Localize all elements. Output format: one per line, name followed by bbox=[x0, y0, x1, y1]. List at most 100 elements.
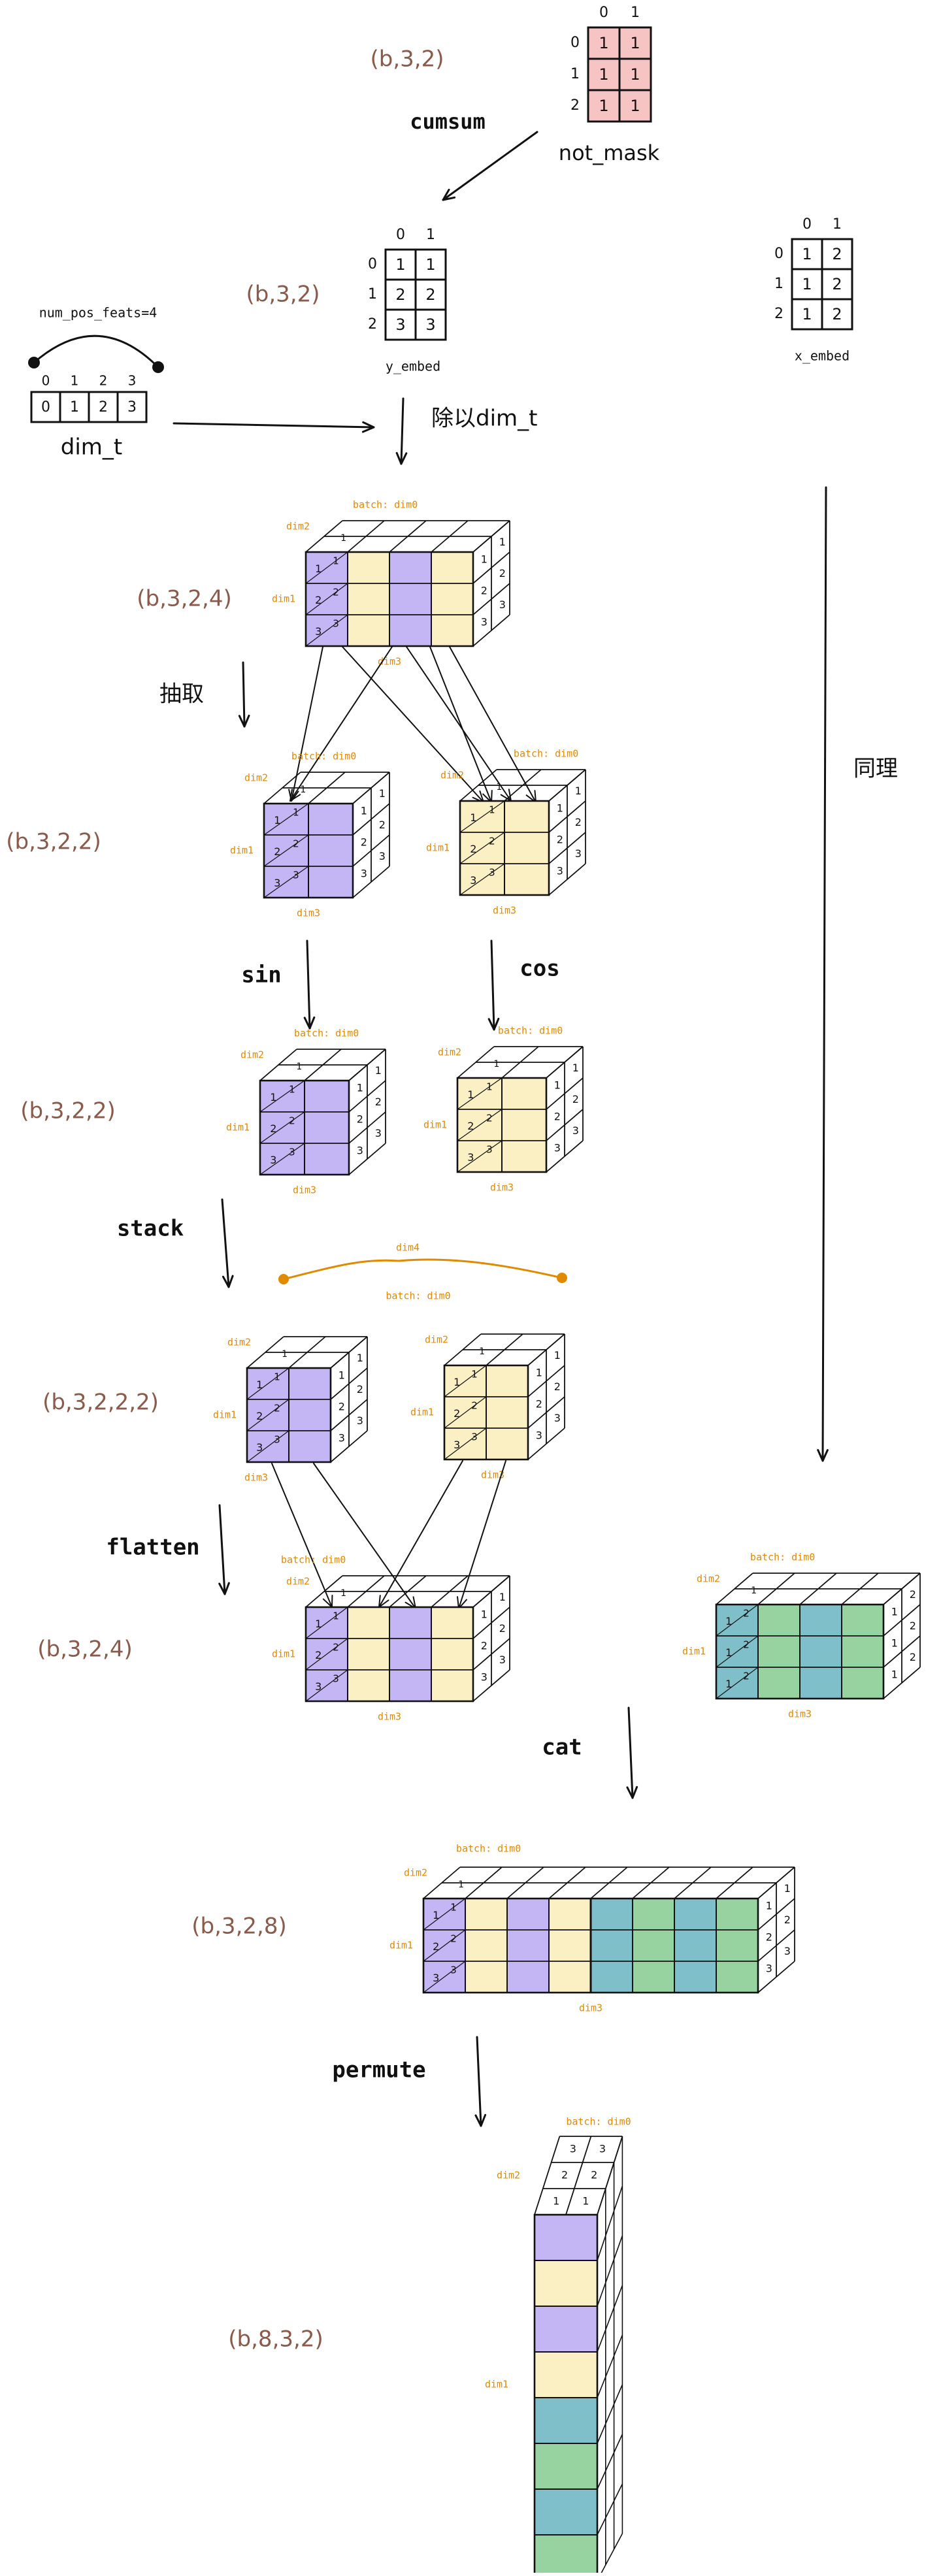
tensor-stack-sin-top-col-0 bbox=[246, 1336, 284, 1369]
tensor-sin-out-second-label-0: 1 bbox=[289, 1084, 295, 1096]
y-embed-grid-col-index-1: 1 bbox=[426, 227, 435, 243]
tensor-x-embed-block-second-label-0: 2 bbox=[743, 1608, 750, 1620]
tensor-cos-out-side-label-a-0: 1 bbox=[554, 1079, 561, 1092]
tensor-b324-a-side-label-b-0: 1 bbox=[499, 536, 506, 548]
tensor-b832-slice-5 bbox=[534, 2443, 598, 2490]
y-embed-grid-value-0-1: 1 bbox=[425, 255, 435, 274]
dim-t-cell-3 bbox=[116, 391, 148, 423]
permute-arrow-head bbox=[474, 2113, 487, 2127]
tensor-stack-cos-side-row-2 bbox=[527, 1396, 565, 1429]
tensor-x-embed-block-side-label-b-1: 2 bbox=[910, 1620, 916, 1632]
mask-grid-row-index-2: 2 bbox=[570, 97, 580, 114]
cumsum-op-label: cumsum bbox=[410, 109, 486, 134]
y-embed-grid-value-1-0: 2 bbox=[395, 285, 405, 304]
tensor-sin-in-left-label-0: 1 bbox=[274, 814, 280, 826]
tensor-b324-a-hatch-0 bbox=[305, 551, 348, 584]
y-embed-grid-row-index-0: 0 bbox=[368, 256, 377, 272]
dim-t-col-index-2: 2 bbox=[99, 373, 108, 389]
tensor-cos-in-side-label-b-1: 2 bbox=[575, 816, 582, 828]
tensor-b324-b-top-col-1 bbox=[347, 1575, 385, 1608]
divide-arrow-head bbox=[395, 451, 408, 465]
tensor-stack-sin-side-label-a-1: 2 bbox=[338, 1401, 345, 1413]
tensor-sin-in-hatch-2 bbox=[263, 866, 309, 898]
tensor-b324-b-side-label-a-0: 1 bbox=[481, 1608, 487, 1621]
tensor-sin-out-batch-label: batch: dim0 bbox=[294, 1028, 359, 1039]
flatten-line-3 bbox=[456, 1460, 506, 1609]
tensor-stack-cos-side-label-b-0: 1 bbox=[554, 1349, 561, 1361]
tensor-sin-out-dim1-label: dim1 bbox=[226, 1122, 250, 1133]
cumsum-arrow-head bbox=[442, 188, 456, 201]
tensor-sin-out-side-row-2 bbox=[348, 1111, 386, 1144]
tensor-b328-top-col-0 bbox=[423, 1867, 461, 1899]
tensor-b324-b-batch-label: batch: dim0 bbox=[281, 1554, 346, 1566]
tensor-stack-cos-second-label-0: 1 bbox=[471, 1369, 478, 1380]
tensor-cos-in-second-label-1: 2 bbox=[489, 836, 495, 847]
tensor-b324-a-side-label-a-2: 3 bbox=[481, 616, 487, 628]
tensor-sin-in-hatch-0 bbox=[263, 803, 309, 836]
tensor-b324-b-top-col-2 bbox=[389, 1575, 427, 1608]
tensor-b328-hatch-0 bbox=[423, 1898, 466, 1931]
tensor-b328-top-col-6 bbox=[674, 1867, 712, 1899]
tensor-b324-a-hatch-2 bbox=[305, 614, 348, 647]
tensor-x-embed-block-side-row-2 bbox=[883, 1635, 921, 1668]
tensor-b324-a-slice-3 bbox=[431, 551, 474, 647]
t6-shape-label: (b,3,2,8) bbox=[191, 1914, 286, 1940]
tensor-stack-sin-side-row-2 bbox=[330, 1399, 368, 1431]
tensor-b324-a-top-col-3 bbox=[431, 520, 469, 553]
x-embed-label: x_embed bbox=[795, 348, 850, 364]
t5-shape-label: (b,3,2,4) bbox=[37, 1637, 132, 1663]
tensor-stack-sin-side-row-1 bbox=[330, 1367, 368, 1400]
tensor-cos-in-side-row-3 bbox=[548, 863, 586, 896]
tensor-stack-cos-hatch-2 bbox=[444, 1427, 487, 1460]
cumsum-arrow bbox=[442, 131, 538, 201]
tensor-b324-a-left-label-1: 2 bbox=[315, 594, 322, 606]
tensor-b832-slice-1 bbox=[534, 2260, 598, 2307]
tensor-b324-b-side-row-3 bbox=[472, 1669, 510, 1702]
extract-arrow bbox=[238, 661, 250, 728]
flatten-line-0-shaft bbox=[271, 1463, 333, 1608]
t4-shape-label: (b,3,2,2,2) bbox=[42, 1390, 159, 1416]
x-embed-grid-col-index-0: 0 bbox=[802, 216, 812, 233]
tensor-cos-out-side-row-0 bbox=[546, 1046, 584, 1079]
tensor-cos-in-left-label-1: 2 bbox=[470, 843, 476, 855]
sin-arrow-head bbox=[303, 1016, 316, 1030]
tensor-b324-a-second-label-0: 1 bbox=[333, 555, 339, 567]
tensor-sin-out-left-label-0: 1 bbox=[270, 1091, 276, 1103]
extract-line-1-shaft bbox=[289, 646, 393, 802]
divide-op-label: 除以dim_t bbox=[431, 406, 537, 432]
tensor-b328-second-label-0: 1 bbox=[450, 1902, 457, 1914]
x-embed-grid-cell-2-0 bbox=[791, 298, 823, 331]
tensor-b324-a-top-col-0 bbox=[305, 520, 343, 553]
tensor-b328-side-label-b-2: 3 bbox=[784, 1945, 791, 1957]
tensor-b832-slice-7 bbox=[534, 2534, 598, 2576]
tensor-x-embed-block-side-label-a-1: 1 bbox=[891, 1637, 898, 1650]
tensor-b328 bbox=[422, 1897, 759, 1994]
mask-grid-value-1-0: 1 bbox=[599, 65, 608, 84]
dim4-label: dim4 bbox=[396, 1242, 420, 1254]
tensor-sin-out-side-label-a-1: 2 bbox=[357, 1113, 363, 1126]
tensor-cos-out-side-row-3 bbox=[546, 1140, 584, 1173]
tensor-b832-side-row-8 bbox=[599, 2533, 623, 2576]
extract-arrow-shaft bbox=[242, 661, 246, 728]
y-embed-grid-cell-0-1 bbox=[414, 248, 447, 281]
tensor-b832-slice-6 bbox=[534, 2488, 598, 2535]
y-embed-grid-col-index-0: 0 bbox=[396, 227, 405, 243]
sin-arrow bbox=[303, 939, 316, 1030]
tensor-cos-in-side-row-2 bbox=[548, 832, 586, 864]
flatten-line-3-shaft bbox=[458, 1460, 506, 1609]
tensor-stack-sin-left-label-2: 3 bbox=[256, 1441, 263, 1454]
tensor-b324-b-top-col-0 bbox=[305, 1575, 343, 1608]
tensor-x-embed-block-side-label-b-2: 2 bbox=[910, 1651, 916, 1663]
tensor-stack-cos-slice-1 bbox=[486, 1365, 529, 1460]
tensor-b328-slice-2 bbox=[506, 1898, 550, 1993]
tensor-b324-a-side-row-2 bbox=[472, 583, 510, 615]
extract-line-1 bbox=[289, 646, 393, 802]
tensor-sin-in-second-label-2: 3 bbox=[293, 870, 299, 881]
tensor-b832-side-row-5 bbox=[597, 2384, 623, 2444]
cat-arrow-head bbox=[626, 1785, 638, 1799]
dim-t-col-index-1: 1 bbox=[71, 373, 79, 389]
y-embed-grid-value-0-0: 1 bbox=[395, 255, 405, 274]
tensor-b832-top-label-b-1: 2 bbox=[591, 2169, 597, 2181]
tensor-b324-b-slice-3 bbox=[431, 1606, 474, 1702]
